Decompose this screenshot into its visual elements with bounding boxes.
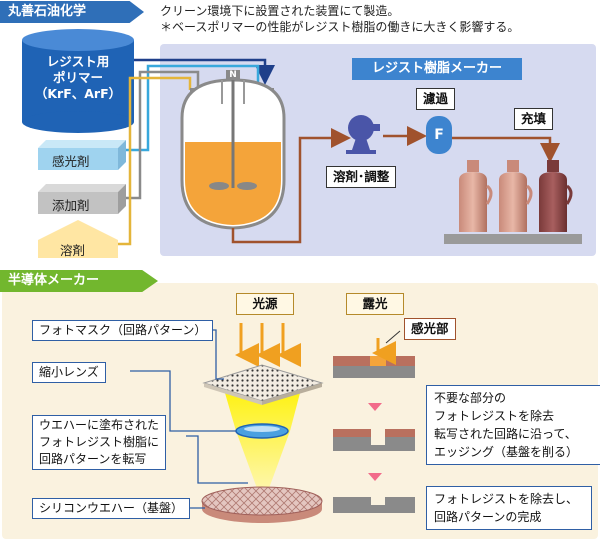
- step-arrow-1: [368, 403, 382, 411]
- transfer-label-line-1: ウエハーに塗布された: [39, 418, 160, 432]
- bottle-3: [539, 160, 573, 232]
- polymer-cylinder: [22, 29, 134, 133]
- step-arrow-2: [368, 473, 382, 481]
- polymer-label-line-1: レジスト用: [46, 54, 110, 69]
- complete-step-line-2: 回路パターンの完成: [434, 510, 542, 524]
- complete-step-description: フォトレジストを除去し、 回路パターンの完成: [426, 486, 592, 530]
- polymer-label: レジスト用 ポリマー （KrF、ArF）: [22, 54, 134, 102]
- additive-label: 添加剤: [52, 198, 90, 213]
- etch-step-line-3: 転写された回路に沿って、: [434, 427, 577, 441]
- cross-section-etch: [333, 429, 415, 451]
- filter-icon-letter: F: [434, 127, 444, 143]
- polymer-label-line-2: ポリマー: [52, 70, 103, 85]
- transfer-label: ウエハーに塗布された フォトレジスト樹脂に 回路パターンを転写: [32, 415, 167, 470]
- solvent-shape: [38, 220, 118, 258]
- etch-step-line-1: 不要な部分の: [434, 391, 507, 405]
- exposed-area-label: 感光部: [404, 318, 456, 340]
- company-tag-label: 丸善石油化学: [8, 4, 87, 19]
- reduction-lens: [235, 423, 289, 439]
- resin-maker-title: レジスト樹脂メーカー: [352, 58, 522, 80]
- bottle-shelf: [444, 234, 582, 244]
- photomask-label: フォトマスク（回路パターン）: [32, 320, 214, 341]
- semiconductor-tag: 半導体メーカー: [0, 270, 158, 292]
- polymer-label-line-3: （KrF、ArF）: [34, 86, 122, 101]
- complete-step-line-1: フォトレジストを除去し、: [434, 492, 579, 506]
- transfer-label-line-2: フォトレジスト樹脂に: [39, 435, 160, 449]
- reactor-outlet-pipe: [231, 128, 351, 244]
- semiconductor-tag-label: 半導体メーカー: [8, 273, 100, 288]
- photosensitizer-label: 感光剤: [52, 154, 90, 169]
- dissolve-label: 溶剤･調整: [326, 166, 397, 188]
- filter-label: 濾過: [416, 88, 456, 110]
- transfer-label-line-3: 回路パターンを転写: [39, 452, 147, 466]
- filter-to-fill-arrow: [452, 136, 560, 163]
- light-arrows: [235, 323, 301, 367]
- cross-section-exposure: [333, 330, 415, 378]
- silicon-wafer: [201, 486, 323, 523]
- fill-label: 充填: [514, 108, 554, 130]
- note-line-1: クリーン環境下に設置された装置にて製造。: [160, 4, 400, 18]
- light-source-label: 光源: [236, 293, 294, 315]
- wafer-label: シリコンウエハー（基盤）: [32, 498, 191, 519]
- additive-box: [38, 184, 126, 214]
- bottle-1: [459, 160, 493, 232]
- etch-step-description: 不要な部分の フォトレジストを除去 転写された回路に沿って、 エッジング（基盤を…: [426, 385, 600, 465]
- pump-icon: [346, 115, 380, 154]
- label-connectors: [130, 329, 248, 509]
- reactor-vessel: [180, 70, 286, 230]
- note-line-2: ＊ベースポリマーの性能がレジスト樹脂の働きに大きく影響する。: [160, 20, 520, 34]
- light-beam: [225, 393, 300, 491]
- production-diagram: [22, 29, 582, 258]
- photomask-plate: [202, 364, 324, 405]
- photosensitizer-box: [38, 140, 126, 170]
- exposure-label: 露光: [346, 293, 404, 315]
- filter-icon: [426, 116, 452, 154]
- bottle-2: [499, 160, 533, 232]
- etch-step-line-4: エッジング（基盤を削る）: [434, 445, 579, 459]
- cross-section-complete: [333, 497, 415, 513]
- lens-label: 縮小レンズ: [32, 362, 106, 383]
- solvent-label: 溶剤: [60, 243, 86, 258]
- feed-lines: [118, 58, 275, 246]
- company-tag: 丸善石油化学: [0, 1, 144, 23]
- etch-step-line-2: フォトレジストを除去: [434, 409, 555, 423]
- lithography-diagram: [130, 323, 415, 523]
- nitrogen-label: N: [229, 70, 237, 80]
